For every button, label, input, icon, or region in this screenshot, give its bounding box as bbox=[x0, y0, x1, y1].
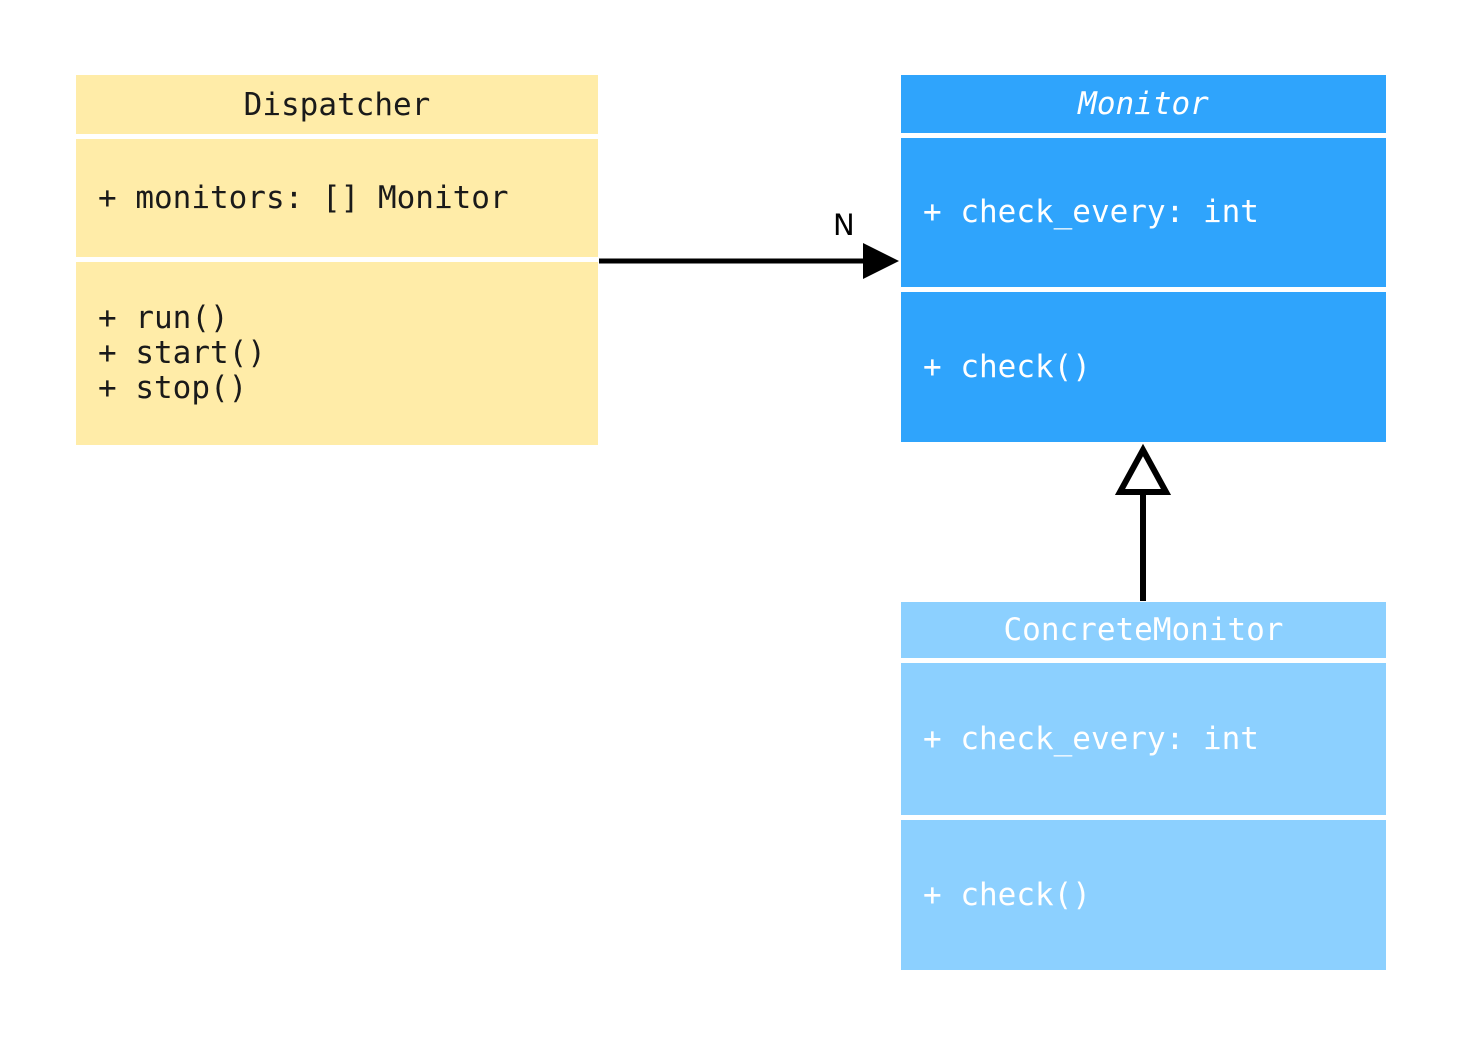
compartment-divider bbox=[901, 815, 1386, 820]
operation-row: + start() bbox=[98, 335, 266, 372]
attributes-compartment-concretemonitor: + check_every: int bbox=[901, 663, 1386, 815]
attribute-row: + check_every: int bbox=[923, 720, 1259, 757]
compartment-divider bbox=[901, 658, 1386, 663]
operations-compartment-dispatcher: + run() + start() + stop() bbox=[76, 262, 598, 445]
attribute-row: + monitors: [] Monitor bbox=[98, 179, 509, 216]
uml-class-dispatcher[interactable]: Dispatcher + monitors: [] Monitor + run(… bbox=[76, 75, 598, 445]
compartment-divider bbox=[901, 133, 1386, 138]
class-name-dispatcher: Dispatcher bbox=[76, 75, 598, 134]
attributes-compartment-monitor: + check_every: int bbox=[901, 138, 1386, 287]
generalization-concretemonitor-to-monitor bbox=[1114, 443, 1172, 601]
uml-class-monitor[interactable]: Monitor + check_every: int + check() bbox=[901, 75, 1386, 442]
uml-class-concretemonitor[interactable]: ConcreteMonitor + check_every: int + che… bbox=[901, 602, 1386, 970]
attribute-row: + check_every: int bbox=[923, 194, 1259, 231]
association-arrowhead-icon bbox=[863, 243, 899, 279]
association-multiplicity-label: N bbox=[833, 208, 855, 242]
operation-row: + check() bbox=[923, 876, 1091, 913]
compartment-divider bbox=[76, 257, 598, 262]
class-name-concretemonitor: ConcreteMonitor bbox=[901, 602, 1386, 658]
class-name-monitor: Monitor bbox=[901, 75, 1386, 133]
operation-row: + check() bbox=[923, 348, 1091, 385]
compartment-divider bbox=[76, 134, 598, 139]
operation-row: + run() bbox=[98, 300, 229, 337]
operations-compartment-monitor: + check() bbox=[901, 292, 1386, 442]
generalization-arrowhead-icon bbox=[1114, 443, 1172, 495]
association-dispatcher-to-monitor bbox=[599, 243, 899, 279]
operation-row: + stop() bbox=[98, 369, 248, 406]
attributes-compartment-dispatcher: + monitors: [] Monitor bbox=[76, 139, 598, 257]
compartment-divider bbox=[901, 287, 1386, 292]
operations-compartment-concretemonitor: + check() bbox=[901, 820, 1386, 970]
